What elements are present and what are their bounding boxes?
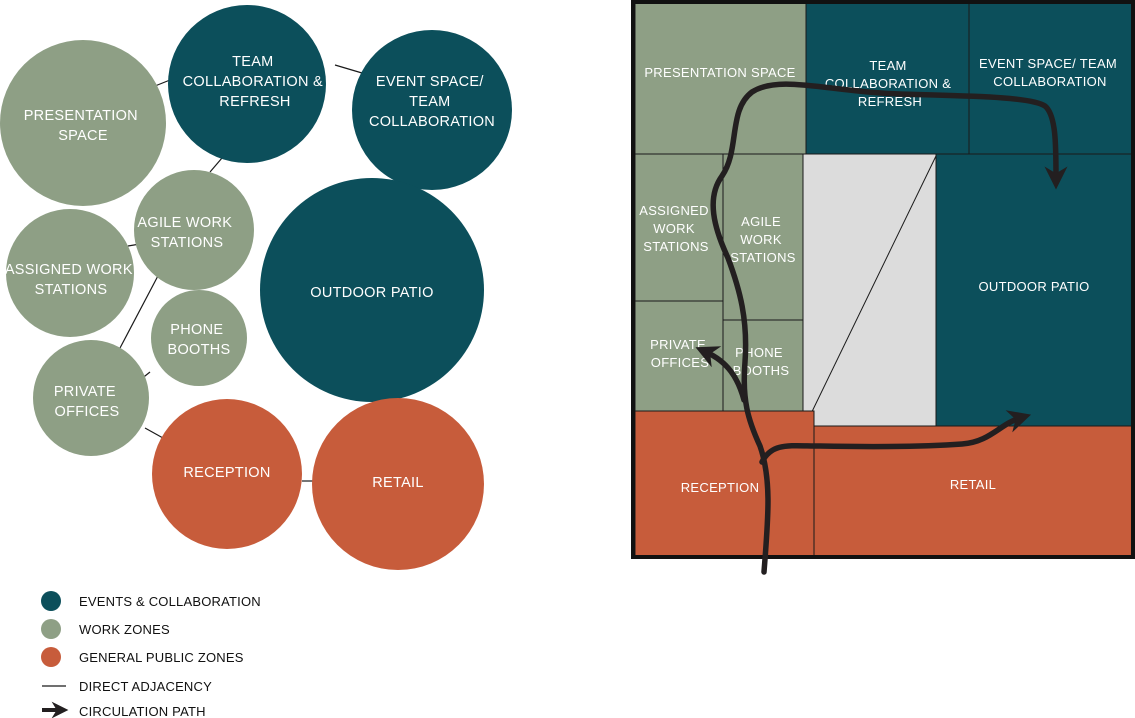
plan-void-diagonal <box>805 155 937 425</box>
bubble-outdoor-patio-label: OUTDOOR PATIO <box>310 285 433 301</box>
plan-retail-label: RETAIL <box>950 477 996 492</box>
adjacency-line <box>209 157 223 173</box>
plan-team-collaboration <box>805 2 970 155</box>
plan-assigned-work-stations <box>634 153 724 302</box>
adjacency-line <box>334 64 363 74</box>
bubble-team-collaboration <box>168 5 326 163</box>
circulation-paths <box>695 81 1068 575</box>
adjacency-line <box>144 427 164 439</box>
legend-label-adjacency: DIRECT ADJACENCY <box>79 679 212 694</box>
plan-presentation-space <box>634 2 807 155</box>
bubble-presentation-space <box>0 40 166 206</box>
bubble-reception-label: RECEPTION <box>183 465 270 481</box>
floor-plan: PRESENTATION SPACE TEAM COLLABORATION & … <box>631 0 1135 575</box>
adjacency-line <box>119 271 161 349</box>
legend-swatch-public <box>41 647 61 667</box>
bubble-event-space-label: EVENT SPACE/ TEAM COLLABORATION <box>369 74 495 130</box>
plan-agile-work-stations-label: AGILE WORK STATIONS <box>730 214 796 265</box>
bubble-phone-booths-label: PHONE BOOTHS <box>167 322 230 358</box>
circulation-path-main <box>710 81 1068 575</box>
plan-reception <box>634 410 815 557</box>
legend-swatch-work <box>41 619 61 639</box>
bubble-diagram: TEAM COLLABORATION & REFRESH EVENT SPACE… <box>0 5 512 570</box>
plan-outline <box>631 0 1135 559</box>
bubble-assigned-work-stations-label: ASSIGNED WORK STATIONS <box>5 262 137 298</box>
bubble-event-space <box>352 30 512 190</box>
bubble-private-offices <box>33 340 149 456</box>
legend-label-work: WORK ZONES <box>79 622 170 637</box>
plan-team-collaboration-label: TEAM COLLABORATION & REFRESH <box>825 58 955 109</box>
legend-label-public: GENERAL PUBLIC ZONES <box>79 650 244 665</box>
bubble-assigned-work-stations <box>6 209 134 337</box>
legend-swatch-events <box>41 591 61 611</box>
plan-presentation-space-label: PRESENTATION SPACE <box>644 65 795 80</box>
bubble-phone-booths <box>151 290 247 386</box>
legend-label-events: EVENTS & COLLABORATION <box>79 594 261 609</box>
plan-outdoor-patio-label: OUTDOOR PATIO <box>978 279 1089 294</box>
plan-assigned-work-stations-label: ASSIGNED WORK STATIONS <box>639 203 713 254</box>
bubble-agile-work-stations-label: AGILE WORK STATIONS <box>137 215 236 251</box>
legend: EVENTS & COLLABORATION WORK ZONES GENERA… <box>41 591 261 718</box>
bubble-reception <box>152 399 302 549</box>
bubble-private-offices-label: PRIVATE OFFICES <box>54 384 120 420</box>
bubble-retail <box>312 398 484 570</box>
plan-reception-label: RECEPTION <box>681 480 760 495</box>
bubble-outdoor-patio <box>260 178 484 402</box>
circulation-path-retail <box>759 410 1032 465</box>
circulation-path-offices <box>695 346 747 403</box>
plan-event-space-label: EVENT SPACE/ TEAM COLLABORATION <box>979 56 1121 89</box>
bubble-presentation-space-label: PRESENTATION SPACE <box>24 108 143 144</box>
bubble-retail-label: RETAIL <box>372 475 424 491</box>
plan-private-offices-label: PRIVATE OFFICES <box>650 337 710 370</box>
legend-label-circulation: CIRCULATION PATH <box>79 704 206 718</box>
plan-void-area <box>802 153 937 427</box>
plan-event-space <box>968 2 1134 155</box>
bubble-team-collaboration-label: TEAM COLLABORATION & REFRESH <box>183 54 328 110</box>
bubble-agile-work-stations <box>134 170 254 290</box>
plan-outdoor-patio <box>935 153 1134 427</box>
plan-phone-booths <box>722 319 804 412</box>
